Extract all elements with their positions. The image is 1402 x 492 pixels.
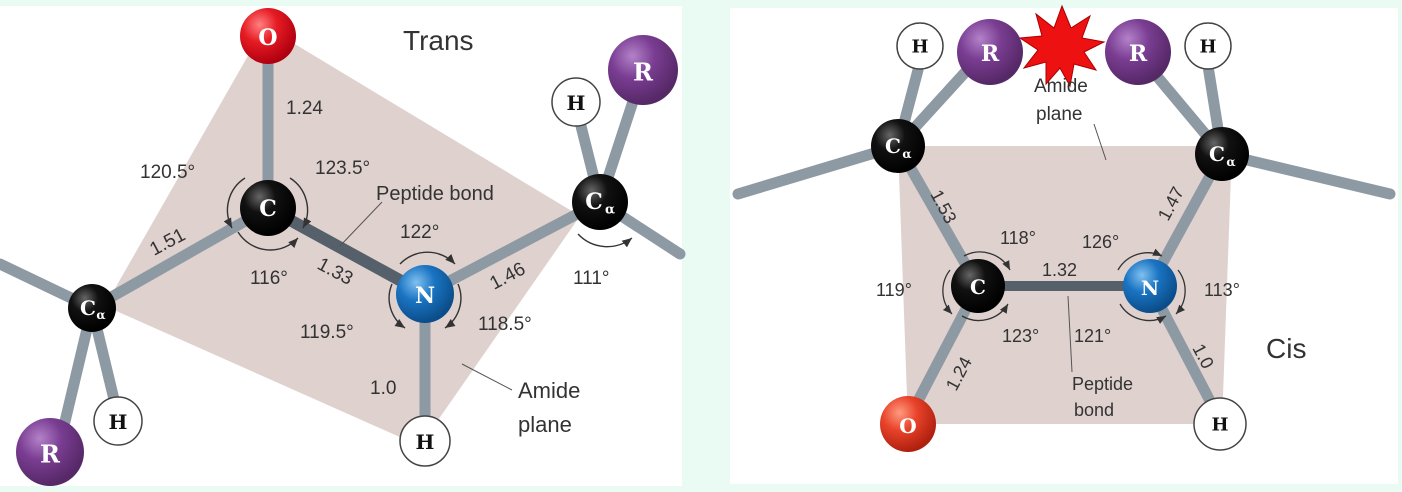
svg-text:R: R (633, 58, 654, 87)
bond-ca1-c (86, 202, 274, 314)
angle-label-119: 119° (876, 280, 912, 300)
atom-o-bottom: O (880, 396, 936, 452)
arc-1205 (223, 177, 246, 229)
atom-c-carbonyl: C (951, 259, 1005, 313)
angle-label-1185: 118.5° (478, 314, 532, 335)
svg-text:C: C (885, 134, 901, 158)
bond-length-n-h: 1.0 (370, 378, 396, 399)
angle-arcs (942, 248, 1186, 324)
cis-title: Cis (1266, 333, 1306, 364)
svg-text:H: H (1199, 37, 1216, 58)
angle-label-126: 126° (1082, 232, 1119, 252)
angle-label-121: 121° (1074, 326, 1111, 346)
atom-o-top: O (240, 8, 296, 64)
atom-r-top-right: R (1105, 19, 1171, 85)
trans-panel: C α R H O C N H C α H R Trans 1.24 120.5… (0, 6, 686, 486)
atom-ca-left: C α (871, 119, 925, 173)
angle-label-1205: 120.5° (140, 162, 195, 183)
amide-plane-label-2: plane (518, 412, 572, 437)
atom-r-top-left: R (957, 19, 1023, 85)
cis-diagram: H R R H C α C α C N O H Amide plane 1.53… (732, 4, 1396, 452)
svg-text:H: H (1211, 415, 1228, 436)
atom-h-bottom-left: H (93, 396, 143, 446)
angle-label-113: 113° (1204, 280, 1240, 300)
atom-h-top-left: H (896, 22, 944, 70)
amide-plane (105, 26, 580, 446)
svg-text:O: O (258, 25, 277, 51)
trans-title: Trans (403, 25, 474, 56)
arc-121 (1119, 303, 1167, 324)
bond-ca2-right (1216, 148, 1396, 200)
peptide-bond-label: Peptide bond (376, 183, 494, 205)
bond-ca1-left (732, 140, 904, 200)
amide-plane-label-2: plane (1036, 104, 1083, 125)
svg-text:C: C (970, 275, 986, 299)
peptide-bond-label-2: bond (1074, 400, 1114, 420)
bond-length-c-n: 1.32 (1042, 260, 1077, 280)
arc-122 (399, 251, 456, 265)
atom-ca-right: C α (572, 174, 628, 230)
atom-ca-left: C α (68, 284, 116, 332)
arc-113 (1175, 269, 1186, 315)
amide-plane-leader (1093, 123, 1107, 161)
atom-h-amide: H (399, 415, 451, 467)
angle-arcs (223, 177, 633, 329)
atom-n: N (1123, 259, 1177, 313)
amide-plane-label-1: Amide (518, 378, 580, 403)
peptide-bond-leader (1067, 295, 1073, 373)
arc-111 (577, 233, 633, 248)
peptide-bond-label-1: Peptide (1072, 374, 1133, 394)
arc-119 (942, 269, 953, 315)
atom-r-bottom-left: R (16, 418, 84, 486)
arc-116 (237, 231, 299, 251)
angle-label-118: 118° (1000, 228, 1036, 248)
svg-text:α: α (96, 308, 105, 322)
svg-text:R: R (981, 41, 1000, 67)
svg-text:N: N (1141, 276, 1159, 300)
arc-1235 (289, 177, 312, 229)
atom-n: N (396, 265, 454, 323)
arc-1185 (444, 283, 462, 329)
arc-1195 (388, 283, 406, 329)
svg-text:N: N (415, 283, 435, 309)
angle-label-111: 111° (573, 268, 609, 289)
peptide-bond-leader (339, 201, 383, 247)
angle-label-116: 116° (250, 268, 288, 289)
svg-text:α: α (902, 147, 911, 161)
atom-h-bottom-right: H (1193, 397, 1247, 451)
svg-text:H: H (109, 410, 128, 434)
atom-h-top-right: H (551, 77, 601, 127)
amide-plane-leader (461, 363, 513, 391)
atom-ca-right: C α (1195, 127, 1249, 181)
atom-r-top-right: R (608, 35, 678, 105)
svg-text:H: H (416, 430, 435, 454)
arc-123 (961, 303, 1009, 322)
svg-text:O: O (899, 414, 916, 438)
svg-text:C: C (80, 296, 96, 320)
bond-n-ca2 (419, 196, 606, 300)
angle-label-123: 123° (1002, 326, 1039, 346)
svg-text:C: C (259, 196, 277, 222)
trans-diagram: C α R H O C N H C α H R Trans 1.24 120.5… (0, 8, 686, 486)
svg-text:α: α (605, 203, 615, 218)
angle-label-122: 122° (400, 222, 439, 243)
cis-panel: H R R H C α C α C N O H Amide plane 1.53… (730, 4, 1398, 484)
svg-text:H: H (911, 37, 928, 58)
angle-label-1235: 123.5° (315, 158, 370, 179)
svg-text:C: C (1209, 142, 1225, 166)
svg-text:H: H (567, 91, 586, 115)
atom-h-top-right: H (1184, 22, 1232, 70)
arc-118 (963, 251, 1011, 271)
arc-126 (1117, 248, 1163, 271)
svg-text:R: R (1129, 41, 1148, 67)
angle-label-1195: 119.5° (300, 322, 354, 343)
bond-length-c-o: 1.24 (286, 98, 323, 119)
svg-text:R: R (40, 440, 61, 469)
svg-text:α: α (1226, 155, 1235, 169)
steric-clash-star (1018, 4, 1106, 88)
amide-plane-label-1: Amide (1034, 76, 1088, 97)
bond-c-n-peptide (262, 202, 431, 300)
svg-text:C: C (585, 189, 603, 215)
atom-c-carbonyl: C (240, 180, 296, 236)
